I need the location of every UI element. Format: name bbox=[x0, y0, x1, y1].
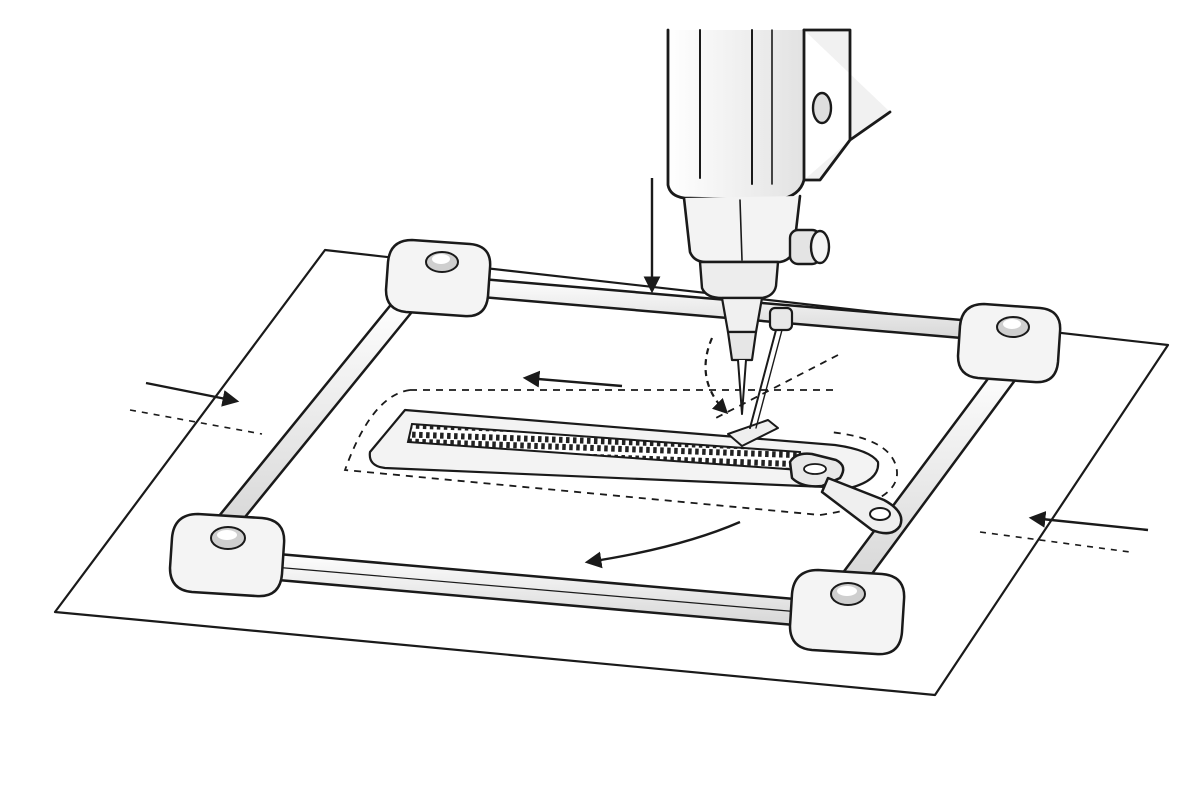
needle-bar bbox=[720, 296, 764, 334]
corner-clamp-back-left bbox=[384, 238, 492, 318]
right-guide-dashed bbox=[979, 531, 1131, 553]
left-guide-dashed bbox=[129, 409, 263, 435]
machine-arm bbox=[666, 28, 806, 202]
needle-clamp bbox=[698, 260, 780, 300]
push-left-arrow bbox=[1028, 511, 1149, 532]
clamp-frame bbox=[168, 238, 1062, 656]
zipper-slider bbox=[788, 452, 903, 535]
needle bbox=[737, 359, 747, 415]
push-right-arrow bbox=[145, 381, 240, 407]
machine-body bbox=[802, 28, 892, 182]
motion-arrows bbox=[129, 178, 1149, 569]
feed-left-arrow bbox=[522, 370, 623, 388]
corner-clamp-front-left bbox=[168, 512, 286, 598]
presser-foot bbox=[727, 419, 779, 447]
needle-stitch-arrow bbox=[704, 337, 729, 415]
corner-clamp-front-right bbox=[788, 568, 906, 656]
corner-clamp-back-right bbox=[956, 302, 1062, 384]
clamp-screw-icon bbox=[768, 306, 794, 332]
side-knob-icon bbox=[811, 91, 833, 125]
tension-knob-icon bbox=[788, 228, 831, 266]
feed-curve-arrow bbox=[584, 520, 741, 569]
sewing-machine-head bbox=[666, 28, 892, 429]
